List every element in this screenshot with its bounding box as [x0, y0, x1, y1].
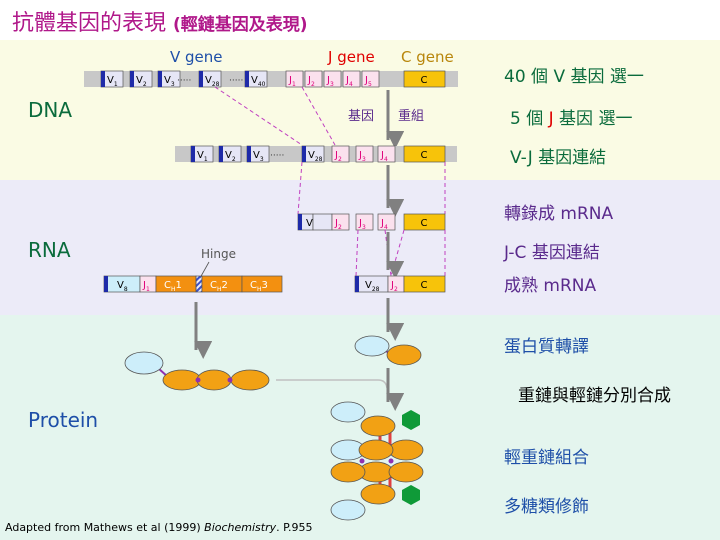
- svg-text:J1: J1: [142, 280, 150, 293]
- svg-text:CH2: CH2: [210, 280, 228, 293]
- dna-row1-v-4-label: V28: [205, 75, 220, 88]
- svg-text:C: C: [421, 75, 428, 86]
- dna-row1-j-3: [323, 70, 342, 88]
- dna-row2-j-3: [377, 145, 396, 163]
- section-dna: DNA: [28, 98, 73, 122]
- svg-text:CH3: CH3: [250, 280, 268, 293]
- heavy-chain-mrna: V8 J1 CH1 CH2 CH3: [103, 275, 283, 293]
- dna-row1-j-2: [304, 70, 323, 88]
- heavy-assembly-line: [276, 379, 388, 389]
- svg-text:CH1: CH1: [164, 280, 182, 293]
- dna-row1-j-2-label: J2: [307, 75, 315, 88]
- dna-row2-j-3-label: J4: [380, 150, 388, 163]
- note-separate-synthesis: 重鏈與輕鏈分別合成: [518, 386, 671, 406]
- dna-row2-v-1-label: V1: [197, 150, 208, 163]
- rna-primary-j-2-label: J3: [358, 218, 366, 231]
- dna-row1-dots-1: ·····: [177, 76, 191, 86]
- note-select-j: 5 個 J 基因 選一: [510, 109, 633, 129]
- dna-row1-c: [403, 70, 446, 88]
- dna-row2-j-2-label: J3: [358, 150, 366, 163]
- note-vj-join: V-J 基因連結: [510, 148, 607, 168]
- svg-text:J2: J2: [390, 280, 398, 293]
- dna-row1-j-1-label: J1: [288, 75, 296, 88]
- title-main: 抗體基因的表現: [12, 11, 167, 36]
- dna-row2-j-1: [331, 145, 350, 163]
- splice-line-2: [390, 229, 405, 277]
- deletion-line-v: [214, 86, 303, 146]
- hinge-segment: [195, 275, 203, 293]
- dna-row1-j-3-label: J3: [326, 75, 334, 88]
- v-gene-label: V gene: [170, 48, 223, 66]
- assembled-antibody: [330, 401, 424, 521]
- note-transcription: 轉錄成 mRNA: [504, 204, 614, 224]
- c-gene-label: C gene: [401, 48, 454, 66]
- dna-row1-j-5-label: J5: [364, 75, 372, 88]
- glycan-hexagon-bottom: [402, 485, 420, 505]
- title-band: [0, 0, 720, 40]
- dna-rearranged: V1 V2 V3 V28 ····· J2 J3 J4 C: [175, 145, 457, 163]
- heavy-chain-protein: [124, 351, 270, 391]
- deletion-line-j: [301, 86, 336, 146]
- dna-row1-j-5: [361, 70, 380, 88]
- dna-row1-j-4-label: J4: [345, 75, 353, 88]
- dna-row1-v-1-label: V1: [107, 75, 118, 88]
- svg-text:V28: V28: [365, 280, 380, 293]
- dna-row2-v-4-label: V28: [308, 150, 323, 163]
- svg-text:C: C: [421, 218, 428, 229]
- j-gene-label: J gene: [327, 48, 375, 66]
- recomb-label-2: 重組: [398, 108, 424, 124]
- dna-row2-v-3-label: V3: [253, 150, 264, 163]
- title-sub: (輕鏈基因及表現): [173, 15, 308, 35]
- rna-band: [0, 180, 720, 315]
- section-protein: Protein: [28, 408, 99, 432]
- hinge-pointer: [199, 261, 210, 279]
- section-rna: RNA: [28, 238, 71, 262]
- rna-primary-j-3-label: J4: [380, 218, 388, 231]
- recomb-label-1: 基因: [348, 109, 374, 124]
- page-title: 抗體基因的表現 (輕鏈基因及表現): [12, 5, 308, 37]
- dna-row1-j-1: [285, 70, 304, 88]
- dna-row1-dots-2: ·····: [229, 76, 243, 86]
- dna-germline: V1 V2 V3 V28 V40 ····· ····· J1 J2 J3 J4 J5 C: [84, 70, 458, 88]
- rna-primary-j-2: [355, 213, 374, 231]
- dna-row2-j-1-label: J2: [334, 150, 342, 163]
- note-select-v: 40 個 V 基因 選一: [504, 67, 644, 87]
- dna-row2-v-2-label: V2: [225, 150, 236, 163]
- svg-text:C: C: [421, 150, 428, 161]
- svg-text:V8: V8: [117, 280, 128, 293]
- dna-row1-v-5-label: V40: [251, 75, 266, 88]
- dna-row1-j-4: [342, 70, 361, 88]
- note-chain-assembly: 輕重鏈組合: [504, 448, 589, 468]
- dna-row1-v-3-label: V3: [164, 75, 175, 88]
- note-translation: 蛋白質轉譯: [504, 337, 589, 357]
- note-mature-mrna: 成熟 mRNA: [504, 276, 597, 296]
- mature-mrna: V28 J2 C: [354, 275, 446, 293]
- dna-row1-v-2-label: V2: [136, 75, 147, 88]
- svg-text:C: C: [421, 280, 428, 291]
- rna-primary-j-1-label: J2: [334, 218, 342, 231]
- rna-primary-j-1: [331, 213, 350, 231]
- note-jc-join: J-C 基因連結: [504, 243, 600, 263]
- splice-line-3: [355, 229, 359, 277]
- transcript-edge-left: [297, 161, 303, 215]
- note-glycosylation: 多糖類修飾: [504, 497, 589, 517]
- dna-row2-j-2: [355, 145, 374, 163]
- hinge-label: Hinge: [201, 247, 236, 261]
- glycan-hexagon-top: [402, 410, 420, 430]
- svg-text:·····: ·····: [270, 151, 284, 161]
- rna-primary-j-3: [377, 213, 396, 231]
- light-chain-protein: [354, 335, 422, 366]
- citation: Adapted from Mathews et al (1999) Bioche…: [5, 521, 313, 534]
